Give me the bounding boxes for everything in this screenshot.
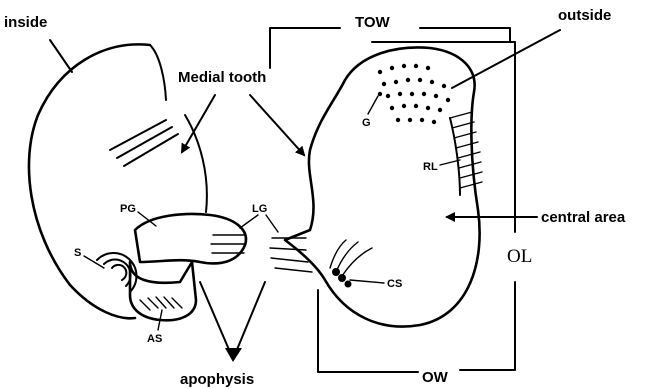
label-as: AS [147,333,162,345]
rl-ridges [450,112,482,195]
apophysis-arrow-right [236,282,265,352]
label-apophysis: apophysis [180,371,254,388]
label-ol: OL [507,246,532,267]
left-outline [29,44,150,318]
label-inside: inside [4,14,47,31]
cs-leader [350,280,384,283]
left-inner-ridge [150,45,166,100]
label-g: G [362,117,371,129]
outside-leader [452,30,560,88]
rl-leader [440,160,460,165]
lg-leader-left [240,215,258,228]
label-s: S [74,247,81,259]
pg-lobe [135,214,246,263]
apophysis-arrowhead [225,348,242,362]
label-medial-tooth: Medial tooth [178,69,266,86]
left-striations [110,120,178,166]
apophysis-arrow-left [200,282,230,352]
g-leader [368,96,378,114]
lg-leader-right [266,215,278,232]
label-lg: LG [252,203,267,215]
label-ow: OW [422,369,449,386]
label-rl: RL [423,161,438,173]
right-outline [285,47,480,326]
label-tow: TOW [355,14,391,31]
as-ridges [140,297,182,310]
right-structure [270,47,482,326]
label-outside: outside [558,7,611,24]
tow-bracket [270,28,510,68]
medial-tooth-arrow-right [250,95,304,155]
g-dots [378,64,450,124]
basal-block [130,262,196,320]
inside-leader [50,40,72,72]
ol-bracket [372,42,515,232]
label-central-area: central area [541,209,626,226]
label-cs: CS [387,278,402,290]
ol-bracket-lower [460,282,515,370]
ow-bracket [318,290,418,372]
label-pg: PG [120,203,136,215]
